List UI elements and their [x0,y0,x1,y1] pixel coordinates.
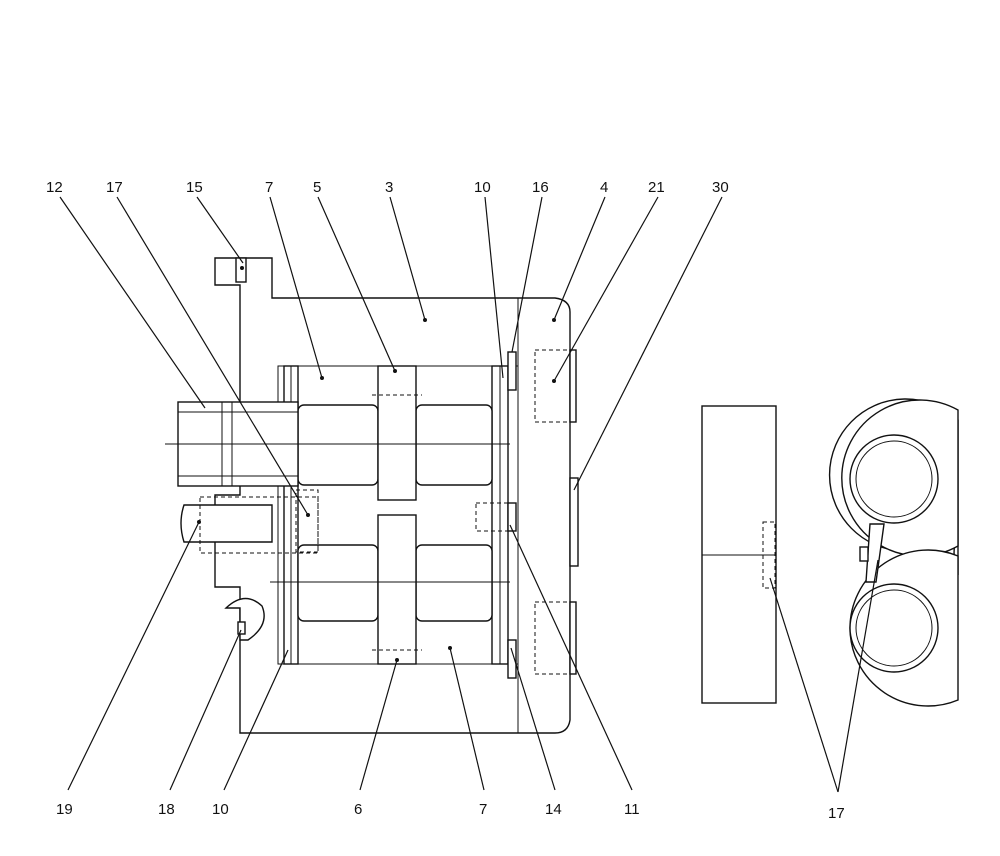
leader-21 [553,196,659,382]
leader-3 [389,196,426,321]
upper-gear-right [415,404,493,486]
dot-19 [197,520,201,524]
callout-7-bottom: 7 [479,801,487,818]
side-view-pin-hidden [762,521,776,589]
callout-16: 16 [532,179,549,196]
callout-18: 18 [158,801,175,818]
callout-17-side: 17 [828,805,845,822]
callout-10-top: 10 [474,179,491,196]
leader-19 [67,521,200,791]
leader-18 [169,629,242,791]
boss-30 [569,477,579,567]
flange-pin-15 [235,257,247,283]
dot-4 [552,318,556,322]
callouts-top: 12 17 15 7 5 3 10 16 4 21 30 [46,179,729,196]
leader-12 [59,196,206,409]
side-view [701,405,777,704]
lower-bore-inner [855,589,933,667]
plug-18-pin [237,621,246,635]
leader-lines [59,196,879,793]
upper-gear-center [377,365,417,501]
callout-10-bottom: 10 [212,801,229,818]
end-view-channel [865,523,885,583]
callout-5: 5 [313,179,321,196]
pin-17-hidden [295,489,319,553]
callout-11: 11 [624,801,640,818]
leader-10-top [484,196,504,379]
lower-gear-left [297,544,379,622]
leader-11 [509,524,633,791]
dot-7-bottom [448,646,452,650]
leader-15 [196,196,244,264]
seal-11 [507,502,517,532]
leader-30 [573,196,723,491]
port-upper-face [569,349,577,423]
callout-30: 30 [712,179,729,196]
dot-6 [395,658,399,662]
lower-bore-outer [849,583,939,673]
plug-18 [224,597,265,641]
leader-dots [197,318,556,662]
leader-17-side-b [837,559,879,793]
flange-pin-dot [240,266,244,270]
end-view-pin [859,546,869,562]
right-bore-hidden [475,502,511,532]
dot-17 [306,513,310,517]
leader-14 [510,647,556,791]
dot-5 [393,369,397,373]
dot-3 [423,318,427,322]
end-view [828,398,959,707]
leader-7-bottom [449,647,485,791]
leader-17-side-a [769,577,839,793]
leader-6 [359,659,398,791]
callout-14: 14 [545,801,562,818]
callout-19: 19 [56,801,73,818]
callouts-bottom: 19 18 10 6 7 14 11 [56,801,640,818]
callout-21: 21 [648,179,665,196]
callout-3: 3 [385,179,393,196]
lower-gear-center [377,514,417,665]
upper-bore-inner [855,440,933,518]
threaded-stud [180,504,273,543]
lower-gear-right [415,544,493,622]
dot-21 [552,379,556,383]
stud-hidden-bore [199,496,319,554]
pump-section-view [165,257,579,734]
callout-7-top: 7 [265,179,273,196]
callout-15: 15 [186,179,203,196]
leader-16 [511,196,543,353]
upper-bore-outer [849,434,939,524]
callout-6: 6 [354,801,362,818]
leader-4 [553,196,606,321]
seal-14 [507,639,517,679]
leader-7-top [269,196,323,379]
seal-16 [507,351,517,391]
leader-17-top [116,196,309,516]
upper-gear-left [297,404,379,486]
callout-4: 4 [600,179,608,196]
callout-12: 12 [46,179,63,196]
callouts-side: 17 [828,805,845,822]
callout-17-top: 17 [106,179,123,196]
leader-5 [317,196,396,372]
leader-10-bottom [223,649,289,791]
port-lower-face [569,601,577,675]
dot-7-top [320,376,324,380]
